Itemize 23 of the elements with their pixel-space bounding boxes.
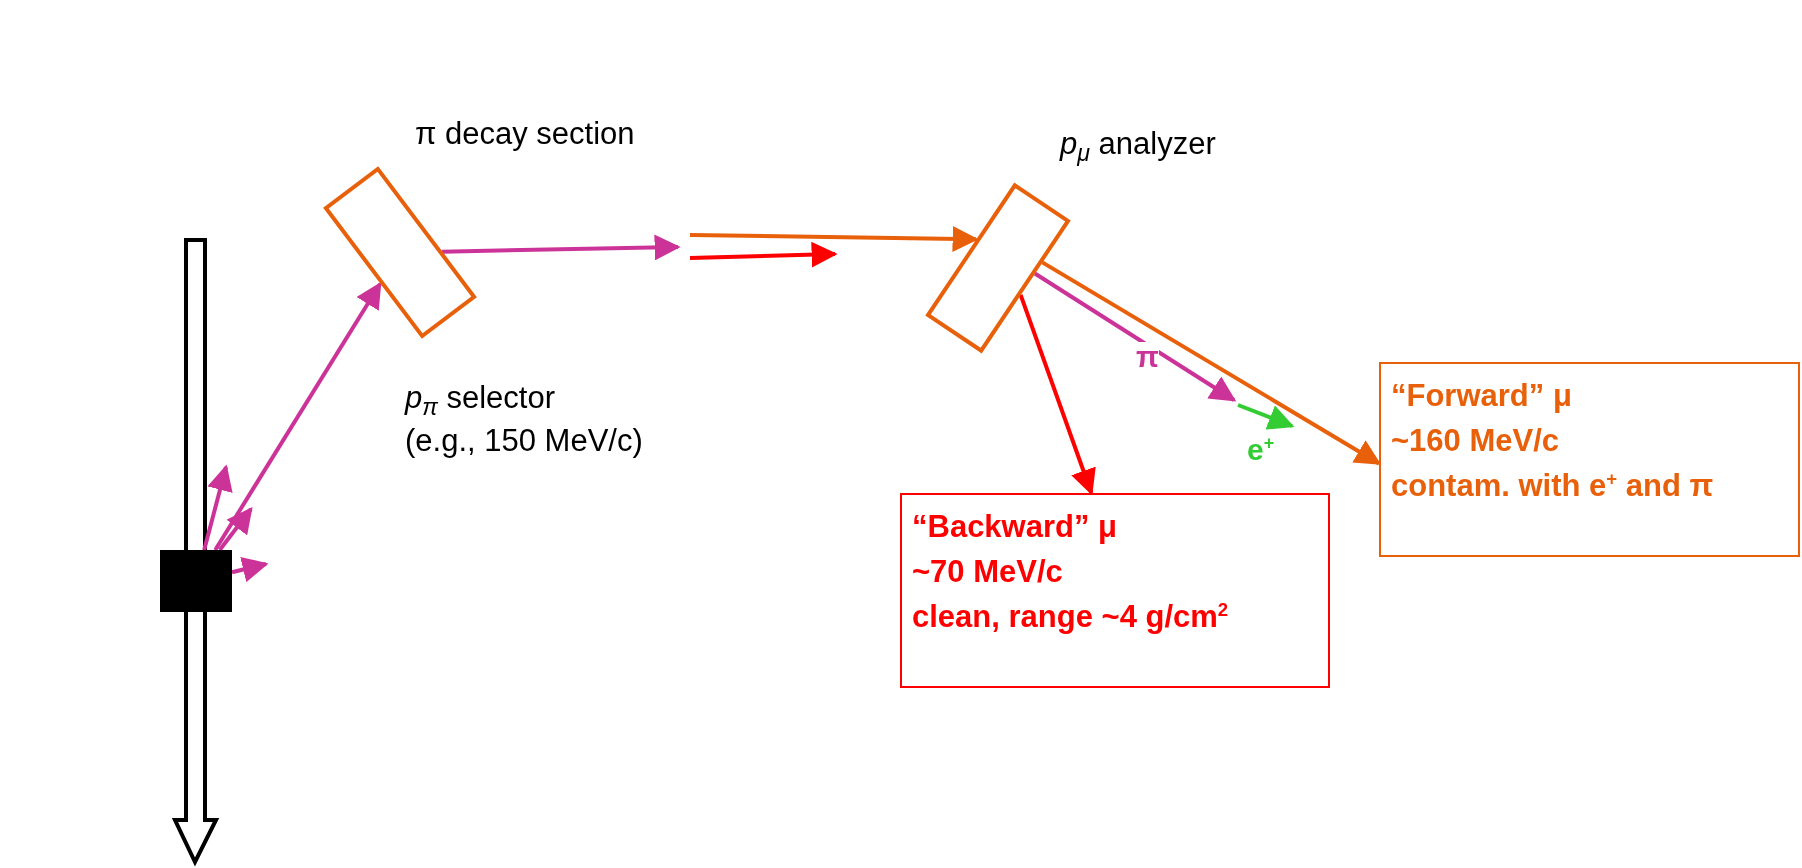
node-label: p$_{π}$ selector bbox=[405, 380, 555, 422]
node-label: π decay section bbox=[415, 116, 635, 152]
arrow bbox=[213, 281, 382, 552]
arrow bbox=[689, 225, 979, 252]
text-box bbox=[900, 493, 1330, 688]
node-label: p$_{μ}$ analyzer bbox=[1060, 126, 1216, 168]
arrow bbox=[231, 556, 269, 583]
arrow bbox=[218, 506, 253, 552]
magnet-box bbox=[925, 182, 1071, 353]
node-label: (e.g., 150 MeV/c) bbox=[405, 423, 643, 459]
box-text: contam. with e$^{+}$ and π bbox=[1391, 466, 1715, 505]
text-box bbox=[1379, 362, 1800, 557]
box-text: “Forward” μ bbox=[1391, 377, 1573, 415]
magnet-box bbox=[322, 166, 477, 339]
box-text: ~70 MeV/c bbox=[912, 552, 1064, 591]
arrow bbox=[1018, 294, 1096, 496]
arrow bbox=[202, 464, 233, 551]
box-text: clean, range ~4 g/cm$^{2}$ bbox=[912, 597, 1230, 636]
arrow bbox=[442, 234, 681, 261]
target-block bbox=[160, 550, 232, 612]
arrow bbox=[1033, 271, 1237, 402]
box-text: ~160 MeV/c bbox=[1391, 421, 1561, 460]
box-text: “Backward” μ bbox=[912, 508, 1119, 546]
